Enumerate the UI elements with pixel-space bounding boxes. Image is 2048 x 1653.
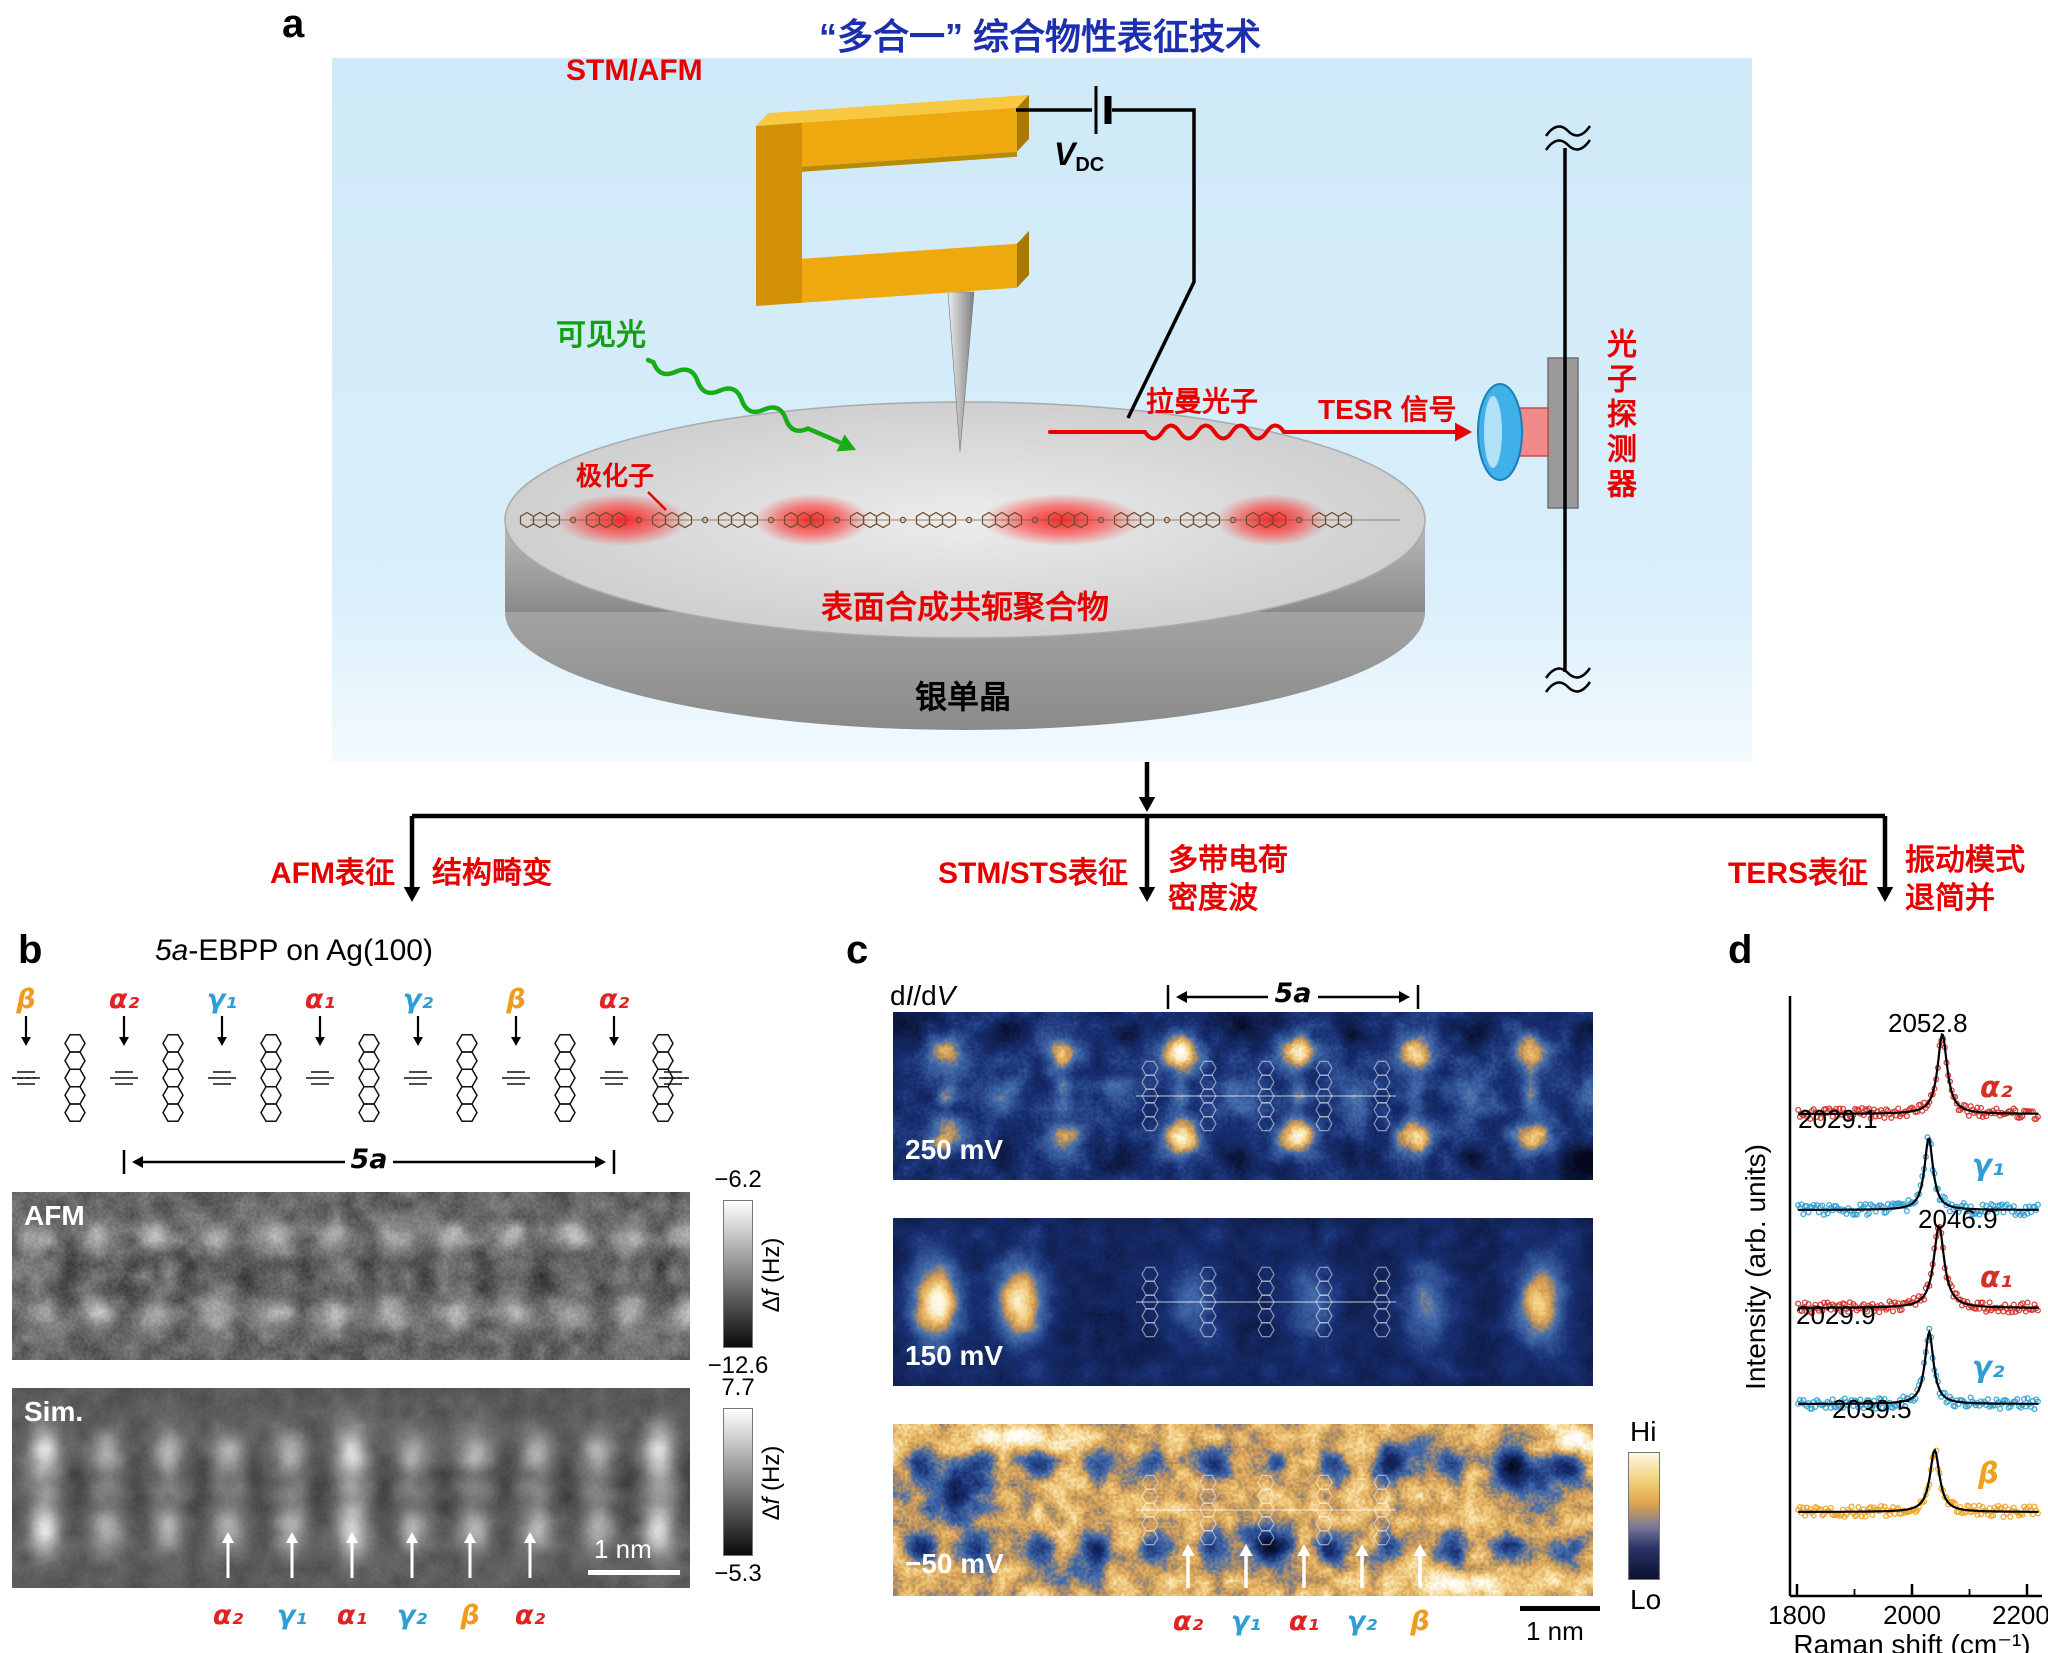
photon-detector-label: 光子探测器 (1602, 328, 1635, 503)
panel-d-tag: d (1728, 928, 1753, 972)
figure-title: “多合一” 综合物性表征技术 (818, 16, 1261, 57)
sim-scale-min: −5.3 (714, 1560, 762, 1587)
site-label-sim: γ₁ (276, 1600, 308, 1631)
panel-c-span-label: 5a (1274, 978, 1312, 1009)
mode-name-label: α₂ (1980, 1070, 2013, 1104)
bias-label-150mv: 150 mV (905, 1340, 1004, 1371)
branch-sts-method: STM/STS表征 (937, 857, 1128, 890)
afm-scale-max: −6.2 (714, 1166, 762, 1193)
crystal-label: 银单晶 (914, 679, 1011, 715)
didv-label: dI/dV (890, 980, 955, 1012)
branch-sts-result: 多带电荷 密度波 (1168, 844, 1288, 916)
site-label-top: γ₂ (402, 984, 434, 1015)
hz-unit: (Hz) (758, 1445, 785, 1498)
panel-a-schematic (332, 58, 1752, 762)
raman-x-axis-label: Raman shift (cm⁻¹) (1793, 1629, 2031, 1653)
afm-image-title: AFM (24, 1200, 85, 1231)
sim-image-title: Sim. (24, 1396, 84, 1427)
panel-a-tag: a (282, 2, 305, 46)
didv-d: d (890, 980, 906, 1011)
xtick-2200: 2200 (1992, 1600, 2048, 1630)
branch-afm-result: 结构畸变 (432, 857, 552, 890)
mode-name-label: α₁ (1980, 1260, 2013, 1294)
f-symbol: f (758, 1497, 785, 1505)
peak-value-label: 2039.5 (1832, 1394, 1912, 1424)
delta-symbol: Δ (758, 1296, 785, 1313)
sim-scale-max: 7.7 (721, 1374, 755, 1401)
raman-photon-label: 拉曼光子 (1146, 386, 1259, 417)
panel-b-structure (64, 1033, 674, 1123)
hz-unit: (Hz) (758, 1237, 785, 1290)
panel-b-tag: b (18, 928, 43, 972)
vdc-label: VDC (1054, 136, 1104, 177)
tuning-fork-sensor (756, 94, 1029, 306)
branch-afm-method: AFM表征 (270, 857, 395, 890)
didv-mid: /d (913, 980, 937, 1011)
panel-b-title: 5a-EBPP on Ag(100) (155, 934, 433, 968)
polymer-label: 表面合成共轭聚合物 (820, 589, 1109, 625)
didv-V: V (936, 980, 956, 1011)
tesr-signal-label: TESR 信号 (1318, 394, 1457, 425)
site-label-sim: α₂ (514, 1600, 546, 1631)
xtick-2000: 2000 (1883, 1600, 1941, 1630)
didv-colorbar (1628, 1452, 1660, 1580)
didv-scalebar-line (1520, 1606, 1600, 1611)
site-label-sim: α₁ (336, 1600, 368, 1631)
site-label-top: β (506, 984, 526, 1015)
site-label-sim: α₂ (212, 1600, 244, 1631)
didv-colorbar-lo: Lo (1630, 1584, 1662, 1615)
afm-simulation-image (12, 1388, 690, 1588)
site-label-didv: α₁ (1288, 1606, 1320, 1637)
site-label-sim: γ₂ (396, 1600, 428, 1631)
mode-name-label: β (1978, 1456, 1999, 1490)
site-label-top: γ₁ (206, 984, 238, 1015)
f-symbol: f (758, 1289, 785, 1297)
site-label-top: β (16, 984, 36, 1015)
mode-name-label: γ₁ (1972, 1148, 2005, 1182)
branch-ters-method: TERS表征 (1727, 857, 1868, 890)
peak-value-label: 2046.9 (1918, 1204, 1998, 1234)
panel-b-span-label: 5a (350, 1144, 388, 1175)
vdc-v: V (1054, 136, 1076, 172)
sim-scalebar-line (588, 1570, 680, 1575)
panel-b-title-rest: -EBPP on Ag(100) (188, 934, 433, 967)
sim-scale-unit: Δf (Hz) (758, 1408, 786, 1558)
afm-colorbar (723, 1200, 753, 1348)
site-label-top: α₁ (304, 984, 336, 1015)
polaron-label: 极化子 (576, 461, 655, 491)
stm-afm-label: STM/AFM (566, 54, 703, 87)
delta-symbol: Δ (758, 1504, 785, 1521)
sim-colorbar (723, 1408, 753, 1556)
didv-I: I (905, 980, 914, 1011)
mode-name-label: γ₂ (1972, 1350, 2005, 1384)
bias-label-250mv: 250 mV (905, 1134, 1004, 1165)
site-label-sim: β (460, 1600, 480, 1631)
peak-value-label: 2029.9 (1796, 1300, 1876, 1330)
site-label-didv: β (1410, 1606, 1430, 1637)
raman-y-axis-label: Intensity (arb. units) (1740, 1144, 1771, 1390)
bias-label-neg50mv: −50 mV (905, 1548, 1004, 1579)
branch-ters-result: 振动模式 退简并 (1905, 844, 2025, 916)
sim-scalebar-label: 1 nm (594, 1534, 652, 1564)
xtick-1800: 1800 (1768, 1600, 1826, 1630)
panel-b-title-italic: 5a (155, 934, 189, 967)
panel-c-tag: c (846, 928, 869, 972)
didv-colorbar-hi: Hi (1630, 1416, 1657, 1447)
peak-value-label: 2052.8 (1888, 1008, 1968, 1038)
site-label-didv: α₂ (1172, 1606, 1204, 1637)
site-label-top: α₂ (108, 984, 140, 1015)
site-label-didv: γ₂ (1346, 1606, 1378, 1637)
afm-scale-min: −12.6 (707, 1352, 769, 1379)
visible-light-label: 可见光 (556, 319, 646, 352)
peak-value-label: 2029.1 (1798, 1104, 1878, 1134)
didv-scalebar-label: 1 nm (1526, 1616, 1584, 1646)
afm-image (12, 1192, 690, 1360)
site-label-top: α₂ (598, 984, 630, 1015)
afm-scale-unit: Δf (Hz) (758, 1200, 786, 1350)
site-label-didv: γ₁ (1230, 1606, 1262, 1637)
vdc-sub: DC (1075, 154, 1105, 176)
